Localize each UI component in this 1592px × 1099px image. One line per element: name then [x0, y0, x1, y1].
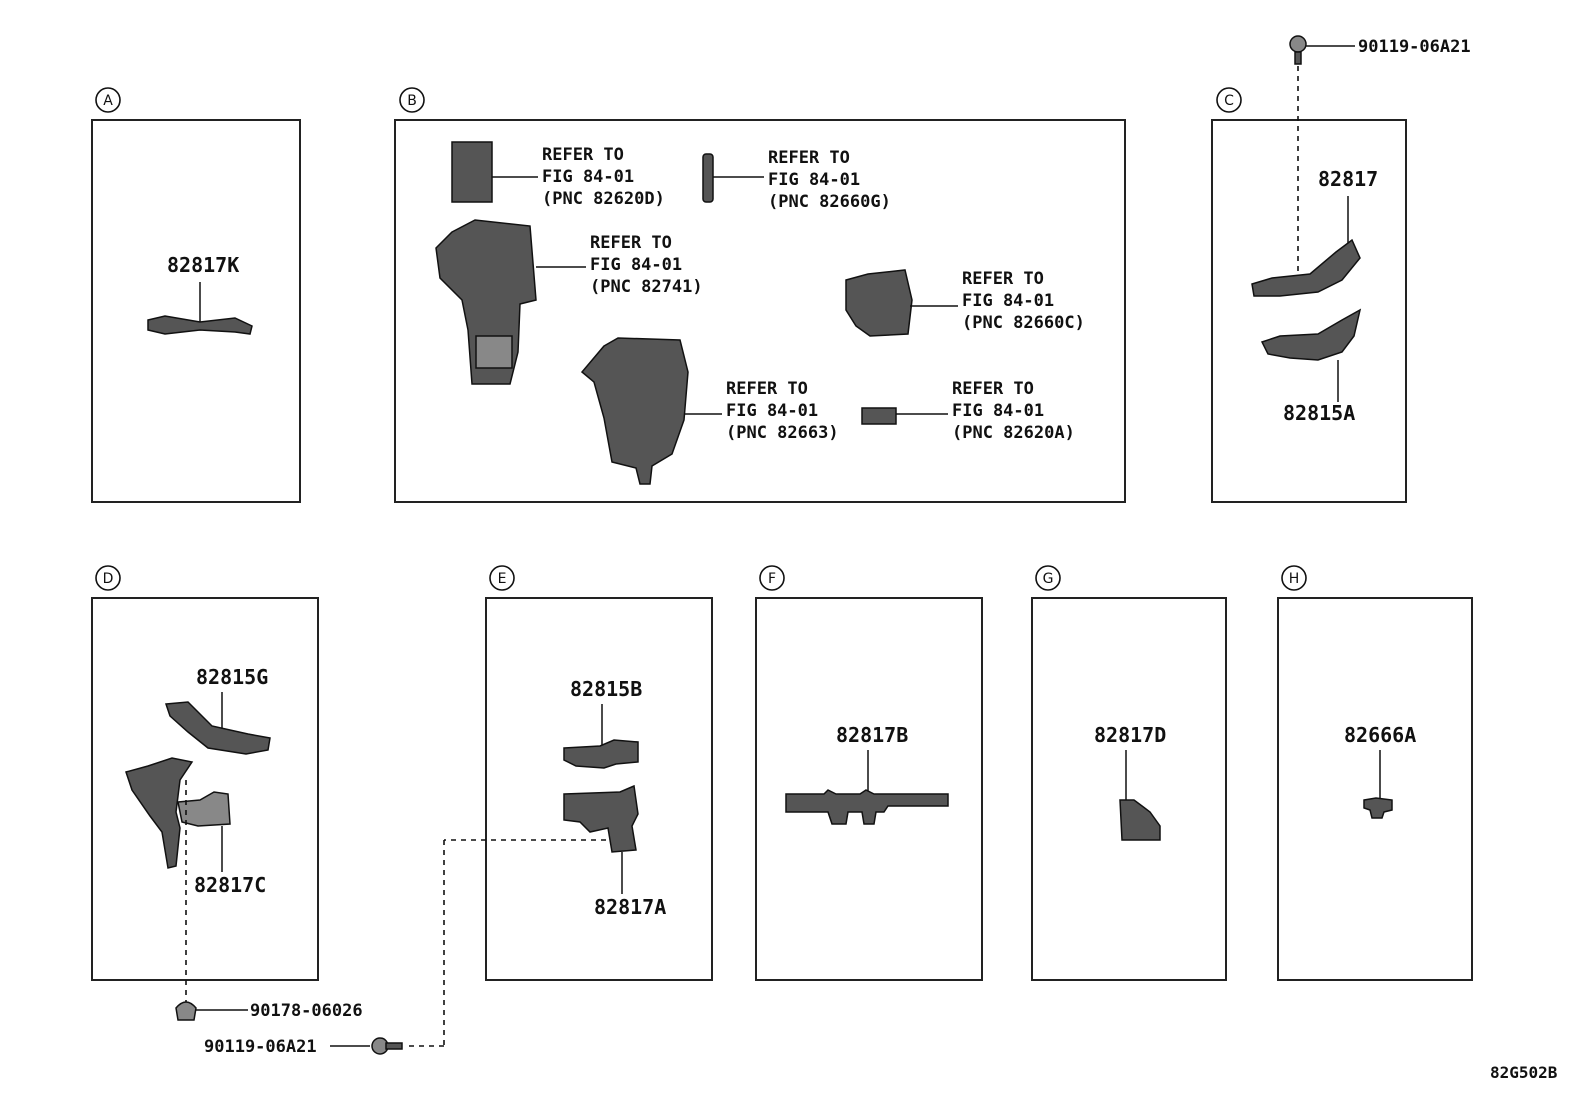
ref-82620a-line3[interactable]: (PNC 82620A) [952, 423, 1075, 443]
ref-82741-line2: FIG 84-01 [590, 255, 682, 275]
section-h-panel [1277, 597, 1473, 981]
relay-82660g-shape [702, 153, 714, 203]
section-g-letter: G [1043, 571, 1054, 587]
section-a: A 82817K [91, 87, 301, 503]
section-e-letter: E [498, 571, 507, 587]
relay-block-82620d-shape [451, 141, 493, 203]
bracket-82817b-shape [785, 789, 949, 825]
bracket-82817a-shape [563, 784, 639, 853]
section-d: D 82815G 82817C 90178-06026 [91, 565, 363, 1021]
ref-82663-line3[interactable]: (PNC 82663) [726, 423, 839, 443]
section-h: H 82666A [1277, 565, 1473, 981]
section-c-letter: C [1224, 93, 1234, 109]
part-label-82817b[interactable]: 82817B [836, 723, 908, 747]
section-c: C 90119-06A21 82817 82815A [1211, 35, 1471, 503]
ref-82660g-line1: REFER TO [768, 148, 850, 168]
part-label-82817a[interactable]: 82817A [594, 895, 666, 919]
ref-82620a-line2: FIG 84-01 [952, 401, 1044, 421]
section-d-letter: D [103, 571, 114, 587]
section-b-panel [394, 119, 1126, 503]
ref-82660c-line3[interactable]: (PNC 82660C) [962, 313, 1085, 333]
bracket-82815b-shape [563, 739, 639, 769]
bracket-82815a-shape [1260, 308, 1362, 361]
section-d-panel [91, 597, 319, 981]
section-c-panel [1211, 119, 1407, 503]
ref-82741-line3[interactable]: (PNC 82741) [590, 277, 703, 297]
section-g-panel [1031, 597, 1227, 981]
relay-82620a-shape [861, 407, 897, 425]
ref-82663-line2: FIG 84-01 [726, 401, 818, 421]
part-label-90119-06a21-bottom[interactable]: 90119-06A21 [204, 1037, 317, 1057]
ref-82741-line1: REFER TO [590, 233, 672, 253]
part-label-82817d[interactable]: 82817D [1094, 723, 1166, 747]
bracket-82817-shape [1251, 238, 1361, 297]
section-d-marker [95, 565, 121, 591]
ref-82663-line1: REFER TO [726, 379, 808, 399]
part-label-90178-06026[interactable]: 90178-06026 [250, 1001, 363, 1021]
section-a-letter: A [103, 93, 113, 109]
section-f: F 82817B [755, 565, 983, 981]
bolt-shank-icon [1294, 51, 1302, 65]
section-e-panel [485, 597, 713, 981]
section-c-marker [1216, 87, 1242, 113]
bracket-82817k-shape [147, 315, 253, 335]
part-label-90119-06a21-top[interactable]: 90119-06A21 [1358, 37, 1471, 57]
ref-82660c-line2: FIG 84-01 [962, 291, 1054, 311]
ref-82660g-line2: FIG 84-01 [768, 170, 860, 190]
section-e: E 82815B 82817A 90119-06A21 [204, 565, 713, 1057]
ref-82660g-line3[interactable]: (PNC 82660G) [768, 192, 891, 212]
holder-82666a-shape [1363, 797, 1393, 819]
section-f-marker [759, 565, 785, 591]
part-label-82817c[interactable]: 82817C [194, 873, 266, 897]
bracket-82817c-shape [177, 791, 231, 827]
section-f-panel [755, 597, 983, 981]
diagram-code: 82G502B [1490, 1063, 1558, 1082]
section-a-marker [95, 87, 121, 113]
part-label-82666a[interactable]: 82666A [1344, 723, 1416, 747]
bracket-82817d-shape [1119, 799, 1161, 841]
cover-82663-shape [580, 337, 689, 485]
section-h-letter: H [1289, 571, 1300, 587]
section-g-marker [1035, 565, 1061, 591]
section-g: G 82817D [1031, 565, 1227, 981]
ref-82620d-line3[interactable]: (PNC 82620D) [542, 189, 665, 209]
nut-icon [175, 1001, 197, 1021]
ref-82620a-line1: REFER TO [952, 379, 1034, 399]
part-label-82817[interactable]: 82817 [1318, 167, 1378, 191]
bolt-shank-icon [385, 1042, 403, 1050]
bolt-icon [1289, 35, 1307, 53]
part-label-82817k[interactable]: 82817K [167, 253, 239, 277]
section-b-letter: B [407, 93, 417, 109]
section-a-panel [91, 119, 301, 503]
section-e-marker [489, 565, 515, 591]
stay-82817c-shape [125, 757, 194, 869]
junction-block-82741-detail [475, 335, 513, 369]
relay-block-82660c-shape [845, 269, 913, 337]
part-label-82815a[interactable]: 82815A [1283, 401, 1355, 425]
section-b: B REFER TO FIG 84-01 (PNC 82620D) REFER … [394, 87, 1126, 503]
section-f-letter: F [768, 571, 776, 587]
ref-82620d-line2: FIG 84-01 [542, 167, 634, 187]
section-h-marker [1281, 565, 1307, 591]
part-label-82815b[interactable]: 82815B [570, 677, 642, 701]
ref-82660c-line1: REFER TO [962, 269, 1044, 289]
bracket-82815g-shape [164, 701, 271, 755]
part-label-82815g[interactable]: 82815G [196, 665, 268, 689]
section-b-marker [399, 87, 425, 113]
ref-82620d-line1: REFER TO [542, 145, 624, 165]
